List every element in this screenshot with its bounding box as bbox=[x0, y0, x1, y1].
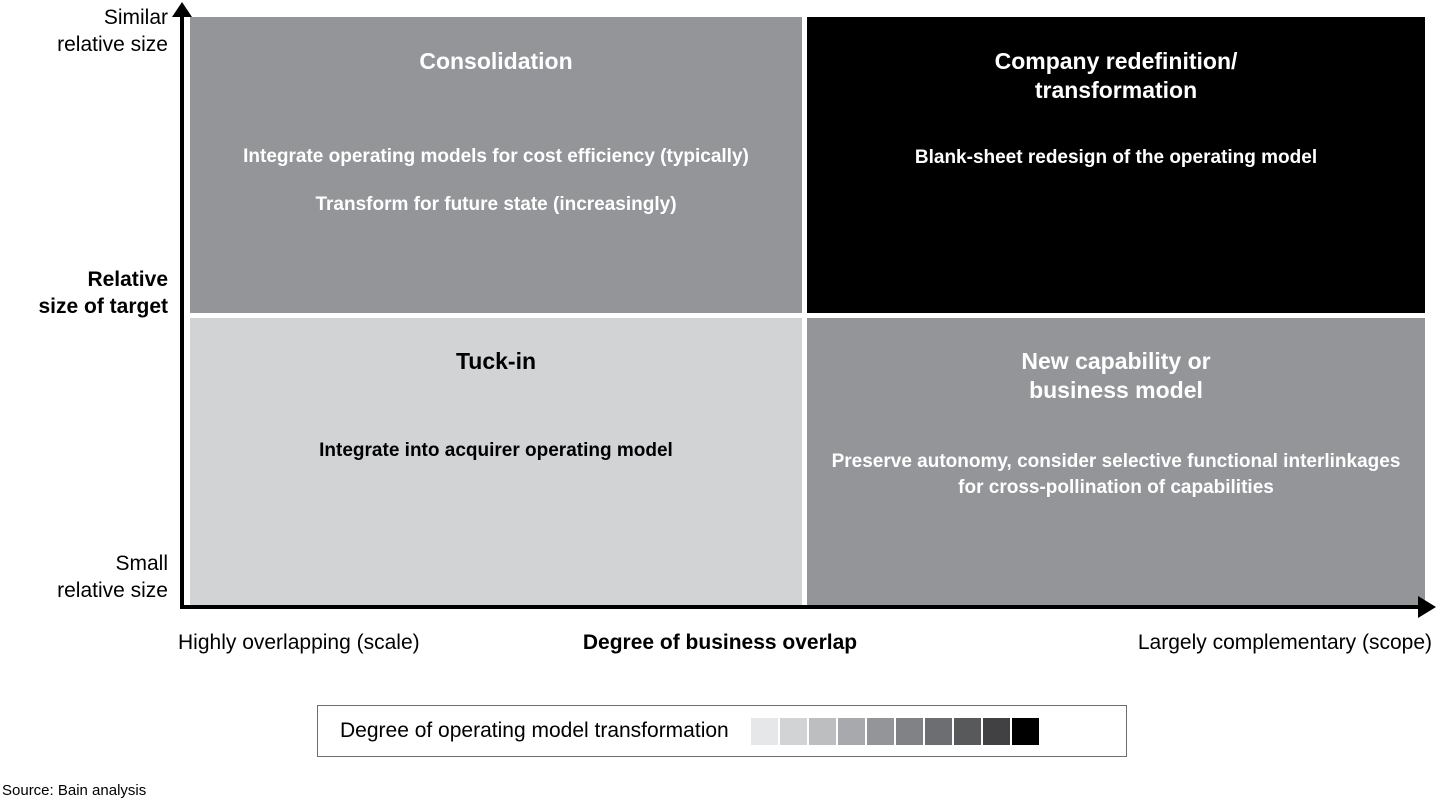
y-axis-title: Relative size of target bbox=[0, 266, 168, 320]
x-axis-arrow-icon bbox=[1418, 596, 1436, 618]
x-axis-left-label: Highly overlapping (scale) bbox=[178, 631, 420, 654]
x-axis-line bbox=[182, 605, 1420, 609]
x-axis-right-label: Largely complementary (scope) bbox=[1137, 631, 1432, 654]
y-axis-top-label-line2: relative size bbox=[57, 33, 168, 56]
legend-swatch-1 bbox=[750, 717, 778, 745]
legend-label: Degree of operating model transformation bbox=[340, 719, 729, 742]
quadrant-tuck-in: Tuck-in Integrate into acquirer operatin… bbox=[190, 318, 802, 607]
y-axis-bottom-label-line1: Small bbox=[115, 552, 168, 575]
x-axis-title: Degree of business overlap bbox=[582, 631, 858, 654]
legend-gradient-swatches bbox=[750, 717, 1039, 745]
y-axis-title-line1: Relative bbox=[87, 268, 168, 291]
quadrant-consolidation-body-1: Integrate operating models for cost effi… bbox=[243, 146, 749, 167]
quadrant-new-capability-body-1: Preserve autonomy, consider selective fu… bbox=[831, 451, 1401, 498]
legend: Degree of operating model transformation bbox=[317, 705, 1127, 757]
quadrant-new-capability-title-line1: New capability or bbox=[1021, 348, 1211, 374]
quadrant-company-redefinition: Company redefinition/transformation Blan… bbox=[807, 17, 1425, 313]
quadrant-company-redefinition-title-line1: Company redefinition/ bbox=[994, 48, 1238, 74]
legend-swatch-3 bbox=[808, 717, 836, 745]
legend-swatch-9 bbox=[982, 717, 1010, 745]
quadrant-new-capability: New capability or business model Preserve… bbox=[807, 318, 1425, 607]
quadrant-new-capability-title-line2: business model bbox=[1029, 377, 1203, 403]
two-by-two-matrix: Consolidation Integrate operating models… bbox=[190, 17, 1425, 607]
y-axis-bottom-label-line2: relative size bbox=[57, 579, 168, 602]
quadrant-tuck-in-body-1: Integrate into acquirer operating model bbox=[319, 440, 673, 461]
quadrant-consolidation-title: Consolidation bbox=[419, 48, 573, 74]
quadrant-consolidation-body-2: Transform for future state (increasingly… bbox=[315, 194, 677, 215]
legend-swatch-2 bbox=[779, 717, 807, 745]
y-axis-top-label: Similar relative size bbox=[0, 4, 168, 58]
quadrant-tuck-in-title: Tuck-in bbox=[455, 348, 537, 374]
y-axis-bottom-label: Small relative size bbox=[0, 550, 168, 604]
y-axis-arrow-icon bbox=[172, 2, 192, 17]
quadrant-company-redefinition-body-1: Blank-sheet redesign of the operating mo… bbox=[914, 147, 1318, 168]
legend-swatch-8 bbox=[953, 717, 981, 745]
source-note: Source: Bain analysis bbox=[2, 782, 147, 799]
legend-swatch-7 bbox=[924, 717, 952, 745]
legend-swatch-6 bbox=[895, 717, 923, 745]
y-axis-line bbox=[180, 14, 184, 609]
legend-swatch-5 bbox=[866, 717, 894, 745]
quadrant-company-redefinition-title-line2: transformation bbox=[1034, 77, 1198, 103]
y-axis-top-label-line1: Similar bbox=[103, 6, 168, 29]
quadrant-new-capability-title: New capability or business model bbox=[1021, 347, 1210, 405]
quadrant-company-redefinition-title: Company redefinition/transformation bbox=[995, 47, 1238, 105]
legend-swatch-4 bbox=[837, 717, 865, 745]
legend-swatch-10 bbox=[1011, 717, 1039, 745]
quadrant-consolidation: Consolidation Integrate operating models… bbox=[190, 17, 802, 313]
y-axis-title-line2: size of target bbox=[38, 295, 168, 318]
